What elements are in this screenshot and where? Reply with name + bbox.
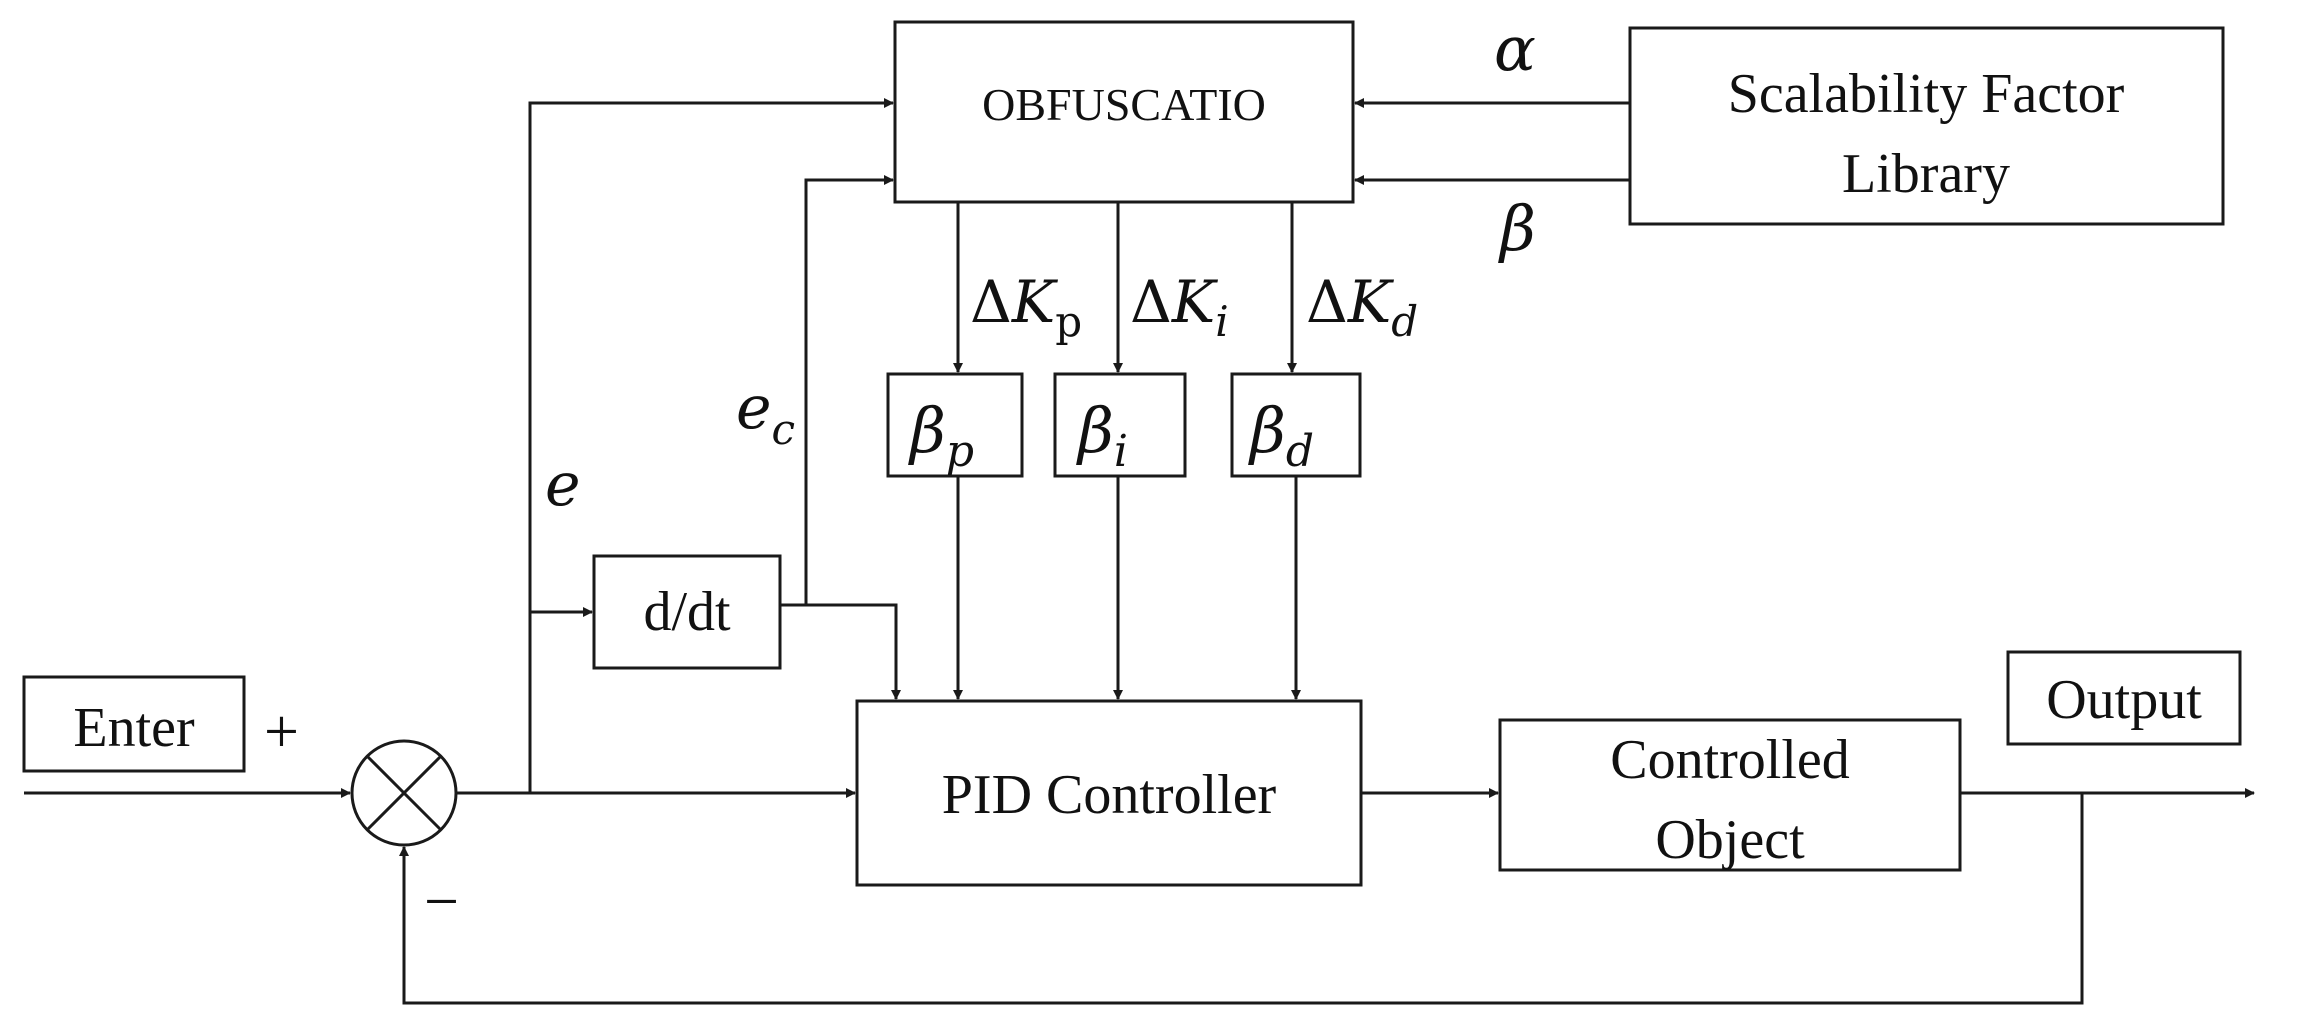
beta-label: β [1498,192,1536,265]
output-label: Output [2046,669,2202,731]
e-label: e [545,450,581,520]
plus-sign: + [264,698,299,766]
dkp-label: ΔKp [970,268,1082,346]
summing-junction [350,739,458,847]
enter-label: Enter [73,697,195,759]
error-to-obfuscation-arrow [528,98,894,793]
beta-i-label: βi [1076,394,1128,477]
scalability-label-line2: Library [1842,143,2010,205]
pid-controller-block: PID Controller [855,699,1363,887]
minus-sign: − [424,868,459,936]
beta-p-label: βp [908,394,974,477]
ec-to-obfuscation-arrow [780,175,894,607]
beta-d-block: βd [1230,372,1362,478]
controlled-object-label-line1: Controlled [1610,729,1850,791]
derivative-to-pid-arrow [806,603,901,700]
controlled-object-label-line2: Object [1655,809,1805,871]
derivative-block: d/dt [592,554,782,670]
obfuscation-block: OBFUSCATIO [893,20,1355,204]
beta-i-block: βi [1053,372,1187,478]
ec-label: ec [736,373,795,454]
alpha-label: α [1494,12,1536,85]
dkd-label: ΔKd [1306,268,1418,346]
dki-label: ΔKi [1130,268,1229,346]
beta-p-block: βp [886,372,1024,478]
derivative-label: d/dt [643,581,731,643]
output-block: Output [2006,650,2242,746]
pid-controller-label: PID Controller [942,764,1277,826]
obfuscation-label: OBFUSCATIO [982,79,1266,130]
beta-d-label: βd [1248,394,1314,477]
scalability-factor-library-block: Scalability Factor Library [1628,26,2225,226]
scalability-label-line1: Scalability Factor [1728,63,2125,125]
controlled-object-block: Controlled Object [1498,718,1962,872]
feedback-loop-arrow [399,793,2084,1005]
enter-block: Enter [22,675,246,773]
